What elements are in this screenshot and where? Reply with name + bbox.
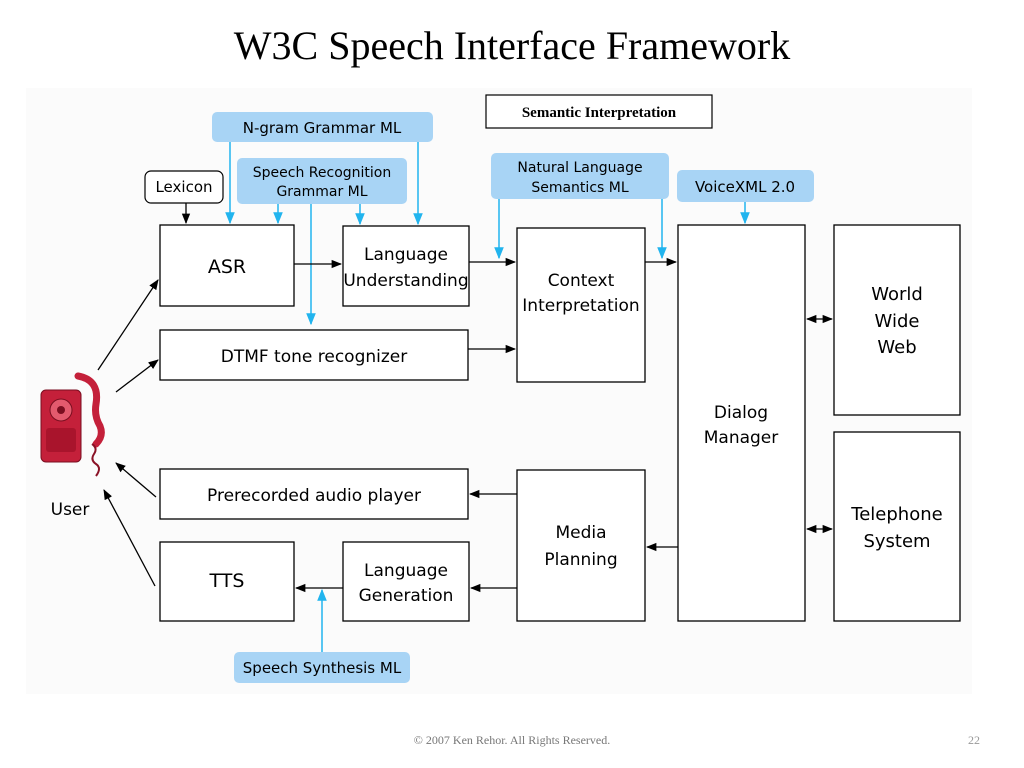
user-to-dtmf-arrow [115, 359, 159, 393]
svg-text:Grammar ML: Grammar ML [276, 184, 367, 200]
dtmf-recognizer-box: DTMF tone recognizer [159, 329, 469, 381]
svg-text:Language: Language [364, 561, 448, 581]
svg-text:Speech Recognition: Speech Recognition [253, 165, 391, 181]
context-interpretation-box: Context Interpretation [516, 227, 646, 383]
svg-text:Speech Synthesis ML: Speech Synthesis ML [243, 659, 402, 677]
svg-text:Natural Language: Natural Language [517, 160, 642, 176]
svg-text:Understanding: Understanding [343, 271, 468, 291]
language-generation-box: Language Generation [342, 541, 470, 622]
asr-label: ASR [208, 256, 246, 278]
svg-text:Telephone: Telephone [850, 504, 942, 525]
svg-text:Wide: Wide [875, 311, 920, 332]
svg-text:VoiceXML 2.0: VoiceXML 2.0 [695, 178, 795, 196]
copyright-footer: © 2007 Ken Rehor. All Rights Reserved. [413, 733, 611, 747]
flow-arrows [97, 203, 834, 593]
svg-text:TTS: TTS [209, 570, 245, 592]
svg-text:Semantics ML: Semantics ML [531, 180, 628, 196]
svg-text:Interpretation: Interpretation [522, 296, 639, 316]
language-understanding-box: Language Understanding [342, 225, 470, 307]
svg-text:Lexicon: Lexicon [155, 178, 212, 196]
svg-text:Generation: Generation [359, 586, 454, 606]
user-label: User [51, 500, 90, 520]
svg-text:Planning: Planning [544, 550, 617, 570]
markup-arrows [225, 142, 750, 652]
page-number: 22 [968, 733, 980, 747]
svg-text:Context: Context [548, 271, 615, 291]
lexicon-label: Lexicon [144, 170, 224, 204]
slide-title: W3C Speech Interface Framework [233, 23, 791, 68]
speech-recognition-grammar-label: Speech Recognition Grammar ML [237, 158, 407, 204]
svg-text:Dialog: Dialog [714, 403, 768, 423]
svg-text:World: World [871, 284, 923, 305]
ngram-grammar-label: N-gram Grammar ML [212, 112, 433, 142]
telephone-system-box: Telephone System [833, 431, 961, 622]
svg-text:System: System [863, 531, 930, 552]
svg-text:Web: Web [877, 337, 916, 358]
natural-language-semantics-label: Natural Language Semantics ML [491, 153, 669, 199]
svg-text:Prerecorded audio player: Prerecorded audio player [207, 486, 421, 506]
world-wide-web-box: World Wide Web [833, 224, 961, 416]
asr-box: ASR [159, 224, 295, 307]
svg-text:N-gram Grammar ML: N-gram Grammar ML [243, 119, 402, 137]
tts-box: TTS [159, 541, 295, 622]
svg-text:Semantic Interpretation: Semantic Interpretation [522, 105, 677, 121]
speech-synthesis-label: Speech Synthesis ML [234, 652, 410, 683]
semantic-interpretation-label: Semantic Interpretation [485, 94, 713, 129]
svg-text:Media: Media [555, 523, 606, 543]
user-to-asr-arrow [97, 279, 159, 371]
voicexml-label: VoiceXML 2.0 [677, 170, 814, 202]
svg-text:Manager: Manager [704, 428, 779, 448]
svg-text:DTMF tone recognizer: DTMF tone recognizer [221, 347, 408, 367]
dialog-manager-box: Dialog Manager [677, 224, 806, 622]
media-planning-box: Media Planning [516, 469, 646, 622]
prerecorded-audio-player-box: Prerecorded audio player [159, 468, 469, 520]
svg-text:Language: Language [364, 245, 448, 265]
audio-to-user-arrow [115, 462, 157, 498]
tts-to-user-arrow [103, 489, 156, 587]
telephone-icon [40, 372, 105, 477]
